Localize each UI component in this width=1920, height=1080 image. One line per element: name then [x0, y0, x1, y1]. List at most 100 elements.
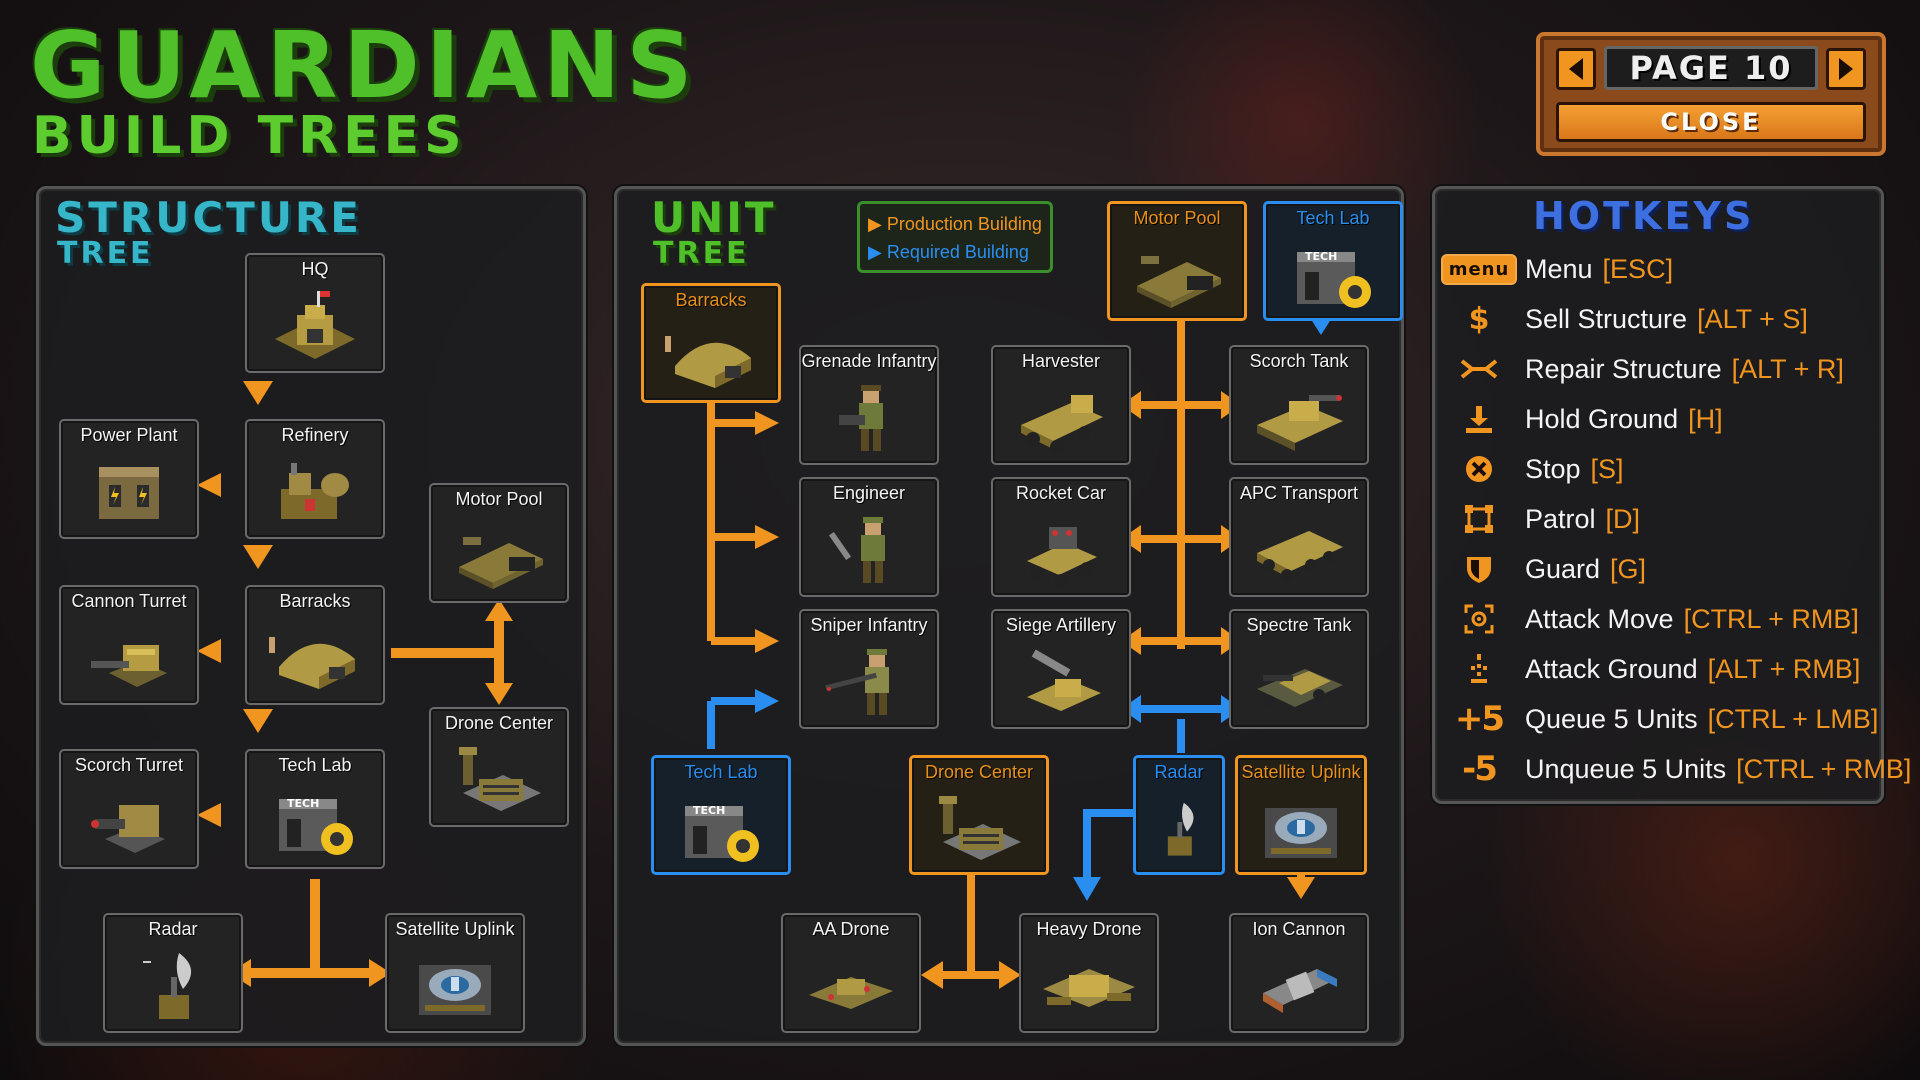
hotkey-row-attack-move: Attack Move [CTRL + RMB] [1447, 599, 1859, 639]
hotkey-key: [CTRL + RMB] [1683, 603, 1859, 634]
prev-page-button[interactable] [1556, 48, 1596, 90]
structure-tree-subtitle: TREE [57, 236, 154, 271]
unit-node-tech-lab-top[interactable]: Tech Lab TECH [1263, 201, 1403, 321]
page-indicator: PAGE 10 [1604, 46, 1818, 90]
hotkey-row-hold-ground: Hold Ground [H] [1447, 399, 1723, 439]
structure-node-motor-pool[interactable]: Motor Pool [429, 483, 569, 603]
grenade-infantry-icon [819, 381, 919, 457]
hotkey-row-menu: menu Menu [ESC] [1440, 249, 1674, 289]
svg-text:TECH: TECH [287, 797, 319, 810]
hotkey-key: [ESC] [1602, 253, 1674, 284]
arrow-barracks-techlab [243, 709, 273, 733]
structure-node-drone-center[interactable]: Drone Center [429, 707, 569, 827]
node-label: HQ [301, 259, 329, 279]
ion-cannon-icon [1249, 949, 1349, 1025]
unit-node-radar[interactable]: Radar [1133, 755, 1225, 875]
unit-node-apc-transport[interactable]: APC Transport [1229, 477, 1369, 597]
dollar-icon: $ [1468, 301, 1490, 337]
radar-icon [123, 949, 223, 1025]
hotkey-key: [D] [1605, 503, 1641, 534]
hotkey-key: [S] [1590, 453, 1624, 484]
legend-production-label: Production Building [886, 214, 1042, 234]
node-label: Power Plant [80, 425, 178, 445]
unit-node-sniper-infantry[interactable]: Sniper Infantry [799, 609, 939, 729]
unit-tree-panel: UNIT TREE ▶ Production Building ▶ Requir… [614, 186, 1404, 1046]
unit-node-grenade-infantry[interactable]: Grenade Infantry [799, 345, 939, 465]
hotkey-key: [G] [1610, 553, 1647, 584]
hotkey-label: Attack Ground [1525, 653, 1698, 684]
unit-node-harvester[interactable]: Harvester [991, 345, 1131, 465]
engineer-icon [819, 513, 919, 589]
hotkey-key: [CTRL + RMB] [1736, 753, 1912, 784]
structure-node-power-plant[interactable]: Power Plant [59, 419, 199, 539]
node-label: APC Transport [1239, 483, 1359, 503]
hotkey-key: [H] [1688, 403, 1723, 434]
barracks-icon [265, 621, 365, 697]
next-page-button[interactable] [1826, 48, 1866, 90]
structure-node-scorch-turret[interactable]: Scorch Turret [59, 749, 199, 869]
structure-node-barracks[interactable]: Barracks [245, 585, 385, 705]
hotkey-label: Stop [1525, 453, 1581, 484]
hotkey-key: [ALT + R] [1731, 353, 1844, 384]
close-button[interactable]: CLOSE [1556, 102, 1866, 142]
sniper-infantry-icon [819, 645, 919, 721]
barracks-icon [661, 320, 761, 396]
node-label: Motor Pool [455, 489, 543, 509]
node-label: Scorch Turret [74, 755, 184, 775]
structure-node-radar[interactable]: Radar [103, 913, 243, 1033]
page-navigator: PAGE 10 CLOSE [1536, 32, 1886, 156]
unit-node-ion-cannon[interactable]: Ion Cannon [1229, 913, 1369, 1033]
unit-node-spectre-tank[interactable]: Spectre Tank [1229, 609, 1369, 729]
unit-node-tech-lab-bottom[interactable]: Tech Lab TECH [651, 755, 791, 875]
hotkey-label: Attack Move [1525, 603, 1674, 634]
hotkey-label: Patrol [1525, 503, 1596, 534]
node-label: Heavy Drone [1036, 919, 1142, 939]
node-label: Sniper Infantry [810, 615, 928, 635]
node-label: Radar [1154, 762, 1204, 782]
unit-node-engineer[interactable]: Engineer [799, 477, 939, 597]
unit-node-drone-center[interactable]: Drone Center [909, 755, 1049, 875]
node-label: Siege Artillery [1005, 615, 1117, 635]
apc-transport-icon [1249, 513, 1349, 589]
hotkey-row-stop: Stop [S] [1447, 449, 1624, 489]
node-label: Satellite Uplink [395, 919, 515, 939]
patrol-icon [1447, 501, 1511, 537]
heavy-drone-icon [1039, 949, 1139, 1025]
unit-node-aa-drone[interactable]: AA Drone [781, 913, 921, 1033]
minus-five-icon: -5 [1447, 749, 1511, 789]
harvester-icon [1011, 381, 1111, 457]
rocket-car-icon [1011, 513, 1111, 589]
tech-lab-icon: TECH [671, 792, 771, 868]
hotkey-row-queue: +5 Queue 5 Units [CTRL + LMB] [1447, 699, 1878, 739]
structure-node-refinery[interactable]: Refinery [245, 419, 385, 539]
structure-node-tech-lab[interactable]: Tech Lab TECH [245, 749, 385, 869]
plus-five-icon: +5 [1447, 699, 1511, 739]
unit-tree-subtitle: TREE [653, 236, 750, 271]
structure-node-cannon-turret[interactable]: Cannon Turret [59, 585, 199, 705]
page-subtitle: BUILD TREES [32, 106, 467, 166]
spectre-tank-icon [1249, 645, 1349, 721]
menu-icon: menu [1440, 251, 1518, 287]
radar-icon [1139, 792, 1219, 868]
node-label: Barracks [279, 591, 351, 611]
unit-node-rocket-car[interactable]: Rocket Car [991, 477, 1131, 597]
legend-production: ▶ Production Building [868, 214, 1042, 234]
hotkey-key: [CTRL + LMB] [1707, 703, 1879, 734]
unit-node-scorch-tank[interactable]: Scorch Tank [1229, 345, 1369, 465]
unit-node-motor-pool[interactable]: Motor Pool [1107, 201, 1247, 321]
arrow-left-icon [1569, 58, 1583, 80]
structure-node-hq[interactable]: HQ [245, 253, 385, 373]
legend-required: ▶ Required Building [868, 242, 1029, 262]
legend-required-label: Required Building [886, 242, 1029, 262]
unit-node-heavy-drone[interactable]: Heavy Drone [1019, 913, 1159, 1033]
unit-node-siege-artillery[interactable]: Siege Artillery [991, 609, 1131, 729]
unit-node-barracks[interactable]: Barracks [641, 283, 781, 403]
motor-pool-icon [449, 519, 549, 595]
unit-node-satellite-uplink[interactable]: Satellite Uplink [1235, 755, 1367, 875]
structure-node-satellite-uplink[interactable]: Satellite Uplink [385, 913, 525, 1033]
arrow-techlab-scorchturret [197, 803, 221, 827]
structure-tree-title: STRUCTURE [55, 193, 362, 242]
node-label: Radar [148, 919, 198, 939]
arrow-barracks-cannonturret [197, 639, 221, 663]
arrow-refinery-barracks [243, 545, 273, 569]
